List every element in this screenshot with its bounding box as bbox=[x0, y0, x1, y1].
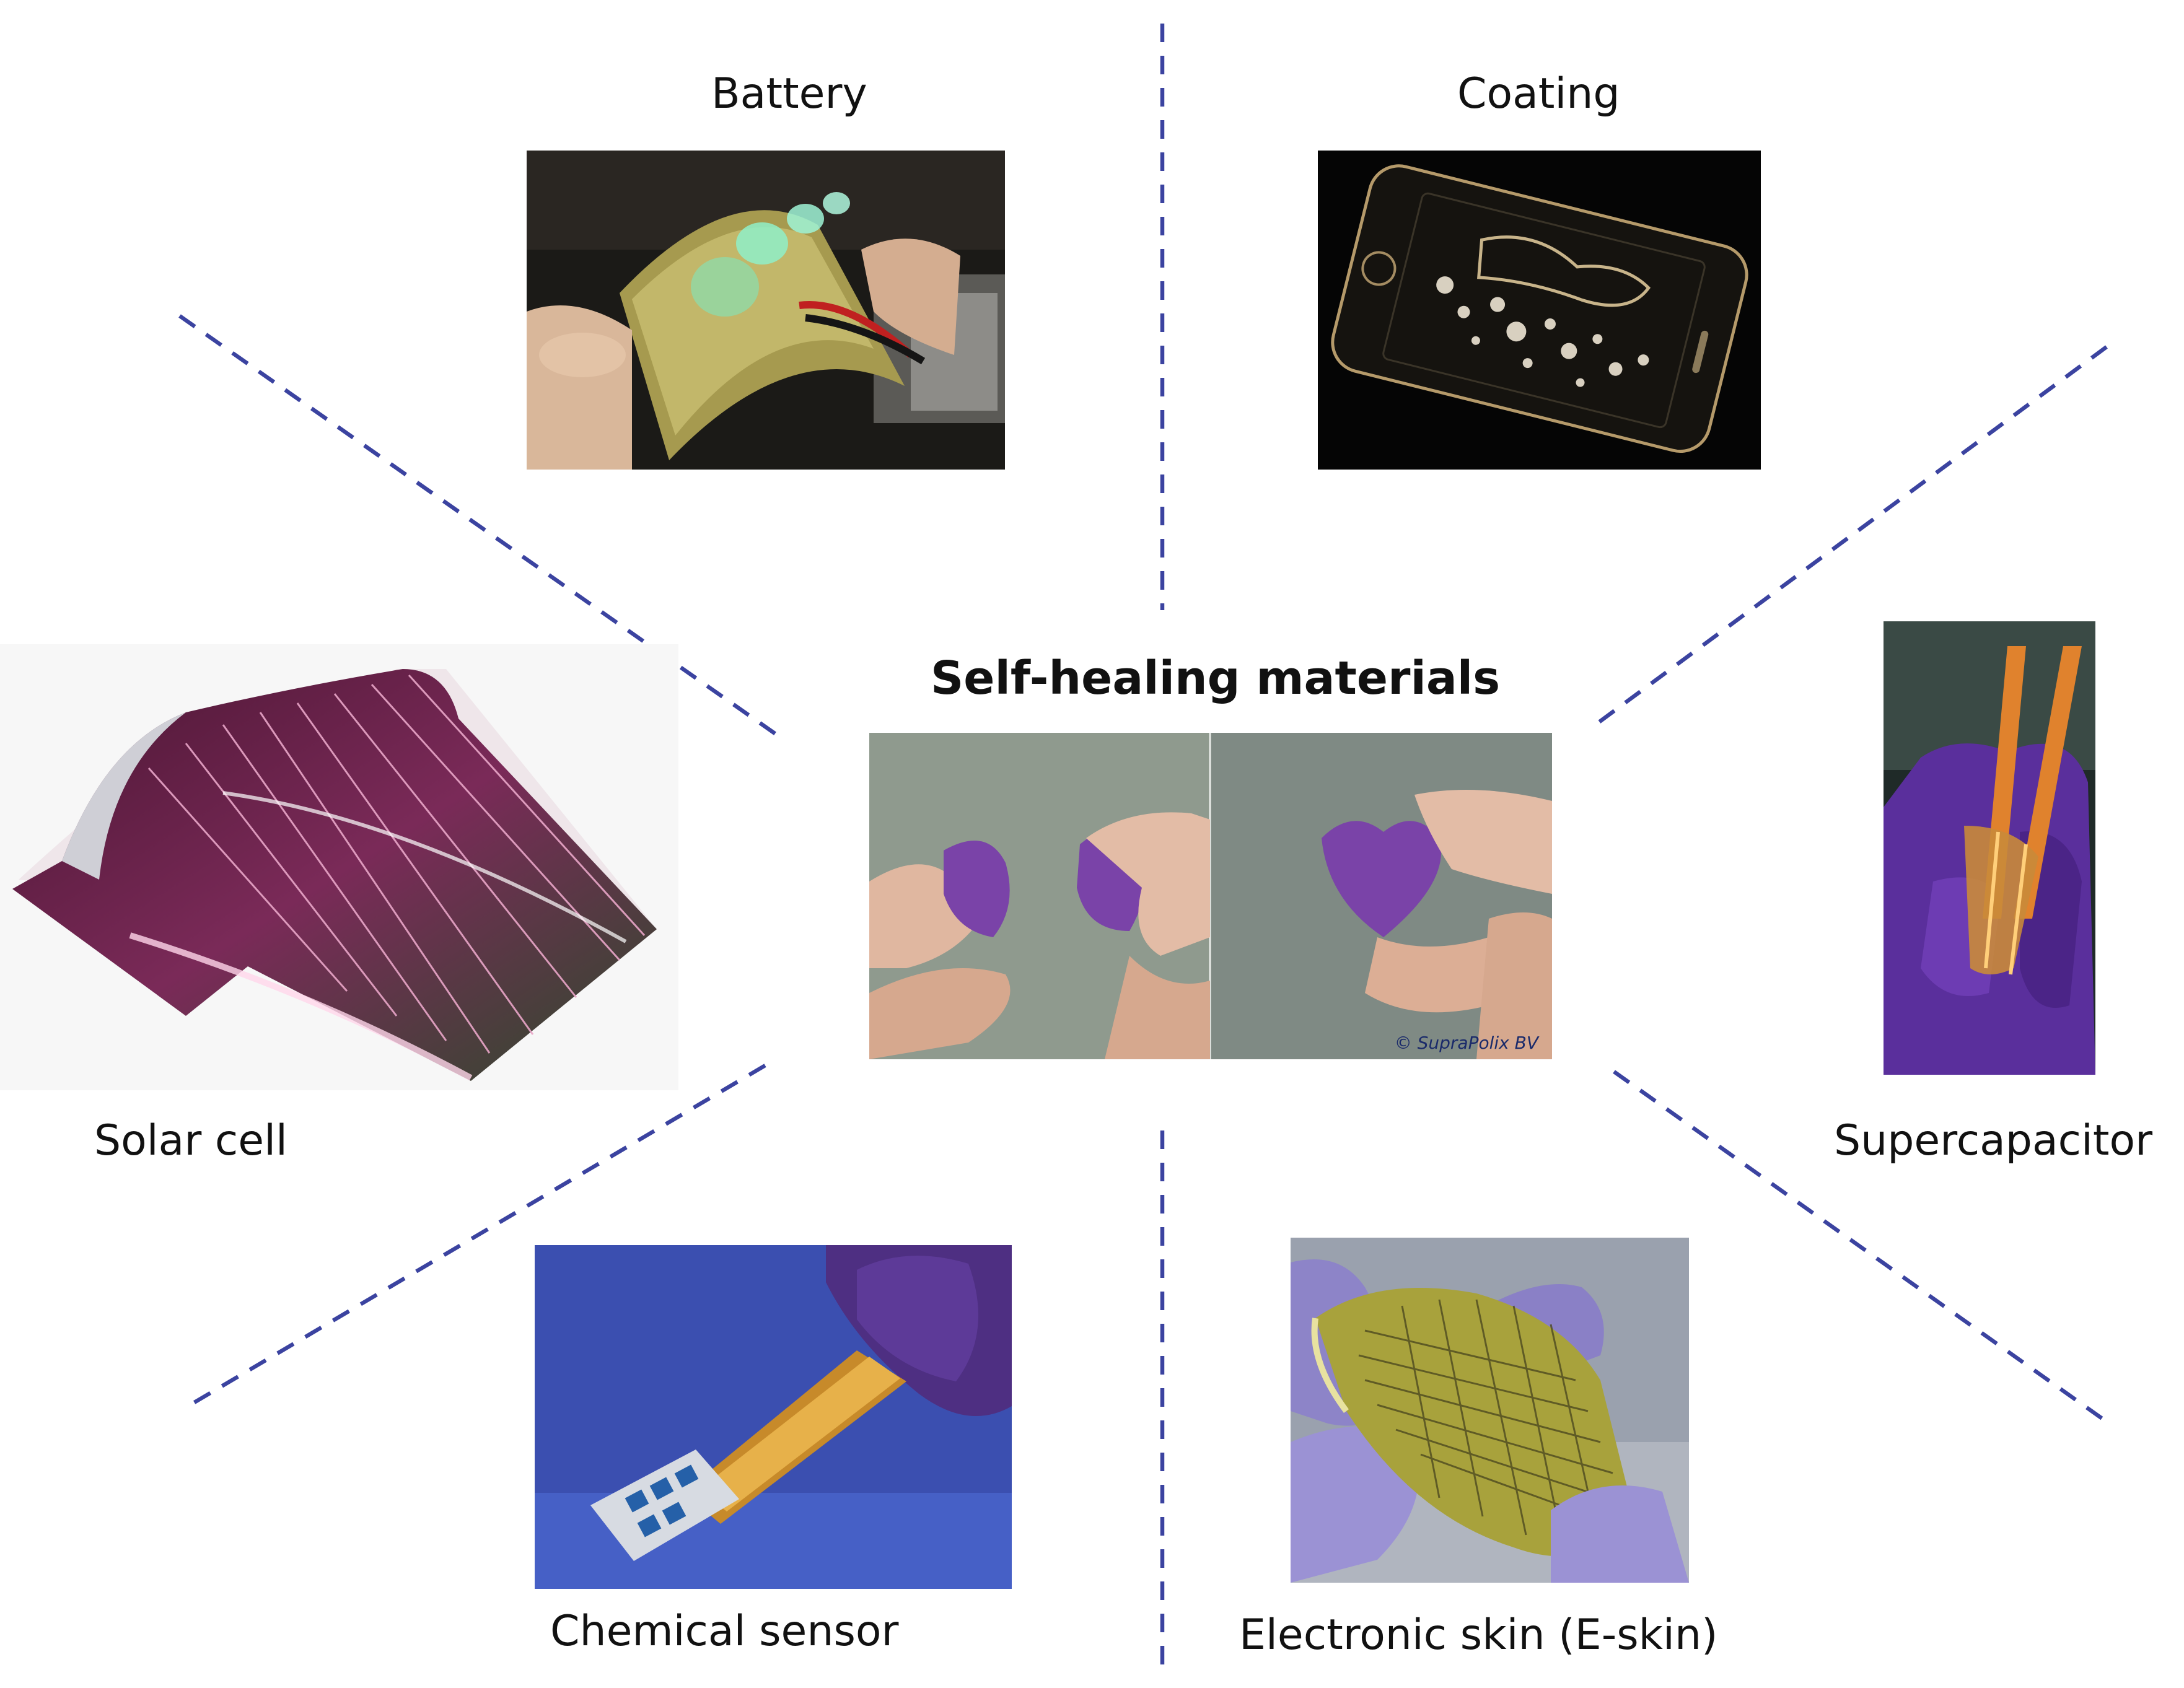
solar-cell-label: Solar cell bbox=[94, 1116, 287, 1165]
solar-cell-photo bbox=[0, 644, 678, 1090]
battery-photo bbox=[527, 151, 1005, 470]
center-title: Self-healing materials bbox=[931, 652, 1501, 705]
divider-lower-left bbox=[182, 1064, 766, 1411]
coating-label: Coating bbox=[1457, 69, 1620, 118]
photo-credit: © SupraPolix BV bbox=[1394, 1033, 1538, 1053]
self-healing-photo: © SupraPolix BV bbox=[869, 733, 1552, 1059]
battery-label: Battery bbox=[711, 69, 867, 118]
chemical-sensor-label: Chemical sensor bbox=[550, 1607, 899, 1656]
chemical-sensor-photo bbox=[535, 1245, 1012, 1589]
coating-photo bbox=[1318, 151, 1761, 470]
divider-upper-left bbox=[178, 314, 777, 736]
supercapacitor-photo bbox=[1884, 621, 2095, 1075]
divider-upper-right bbox=[1594, 345, 2108, 727]
e-skin-photo bbox=[1291, 1238, 1689, 1583]
divider-lower-right bbox=[1613, 1070, 2108, 1423]
supercapacitor-label: Supercapacitor bbox=[1834, 1116, 2153, 1165]
e-skin-label: Electronic skin (E-skin) bbox=[1239, 1611, 1718, 1660]
